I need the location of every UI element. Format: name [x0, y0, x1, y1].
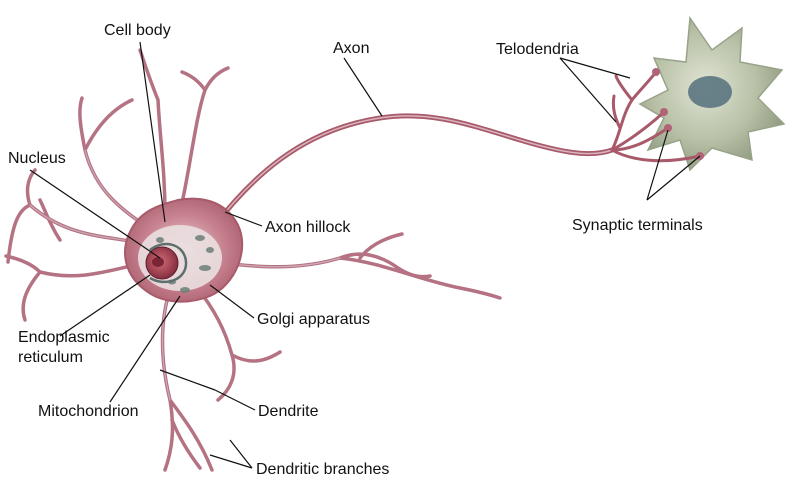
label-mitochondrion: Mitochondrion — [38, 403, 139, 420]
labels: Cell body Nucleus Axon Telodendria Axon … — [8, 22, 703, 478]
label-dendrite: Dendrite — [258, 403, 319, 420]
label-endoplasmic-line1: Endoplasmic — [18, 329, 110, 346]
leader-lines — [29, 41, 701, 469]
organelles — [156, 235, 214, 293]
label-dendritic-branches: Dendritic branches — [256, 461, 389, 477]
label-nucleus: Nucleus — [8, 150, 66, 167]
label-synaptic-terminals: Synaptic terminals — [572, 217, 703, 234]
er-membrane — [149, 242, 188, 284]
target-cell — [638, 15, 786, 172]
label-telodendria: Telodendria — [496, 41, 579, 58]
label-endoplasmic-line2: reticulum — [18, 349, 83, 366]
label-axon: Axon — [333, 40, 369, 57]
axon-fiber — [212, 68, 704, 228]
label-axon-hillock: Axon hillock — [265, 219, 351, 236]
label-cell-body: Cell body — [104, 22, 171, 39]
target-cell-nucleus — [688, 76, 732, 108]
cell-body — [124, 197, 244, 303]
label-golgi-apparatus: Golgi apparatus — [257, 311, 370, 328]
